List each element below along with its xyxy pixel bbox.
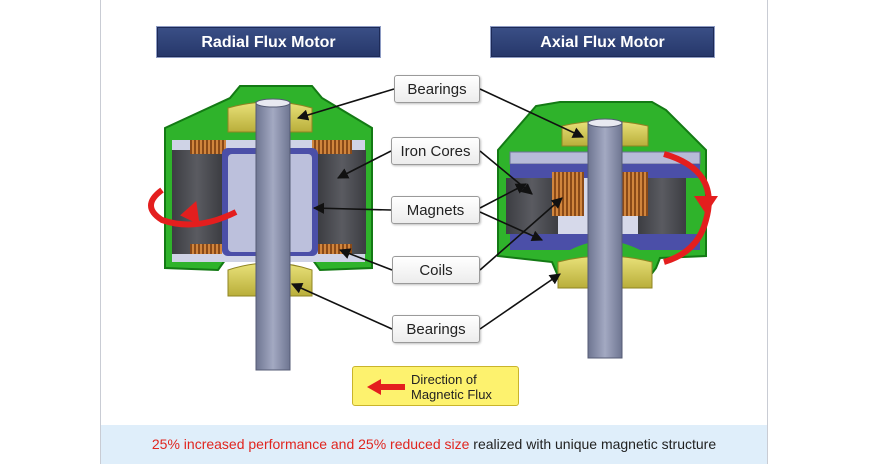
legend-line-2: Magnetic Flux xyxy=(411,387,492,402)
axial-coil-left xyxy=(552,172,584,216)
radial-iron-core-left xyxy=(172,150,222,254)
footer-rest: realized with unique magnetic structure xyxy=(469,436,717,452)
axial-shaft xyxy=(587,121,623,359)
footer-highlight: 25% increased performance and 25% reduce… xyxy=(151,436,470,452)
footer-banner: 25% increased performance and 25% reduce… xyxy=(101,425,767,464)
radial-motor xyxy=(148,85,373,371)
label-magnets: Magnets xyxy=(391,196,480,224)
axial-flux-arrow xyxy=(663,151,712,265)
axial-coil-right xyxy=(618,172,648,216)
radial-coil-top-right xyxy=(312,140,352,154)
label-iron-cores: Iron Cores xyxy=(391,137,480,165)
leader-lines xyxy=(290,88,585,330)
flux-arrow-icon xyxy=(367,379,405,395)
axial-motor xyxy=(497,101,718,359)
radial-flux-title: Radial Flux Motor xyxy=(156,26,381,58)
radial-shaft xyxy=(255,101,291,371)
axial-magnet-bottom xyxy=(510,234,700,250)
label-bearings-bottom: Bearings xyxy=(392,315,480,343)
radial-coil-top-left xyxy=(190,140,226,154)
axial-flux-title: Axial Flux Motor xyxy=(490,26,715,58)
label-coils: Coils xyxy=(392,256,480,284)
radial-flux-arrow xyxy=(148,187,238,228)
radial-iron-core-right xyxy=(318,150,366,254)
legend-text: Direction of Magnetic Flux xyxy=(411,372,492,402)
radial-coil-bottom-left xyxy=(190,244,222,254)
label-bearings-top: Bearings xyxy=(394,75,480,103)
radial-coil-bottom-right xyxy=(318,244,352,254)
flux-direction-legend: Direction of Magnetic Flux xyxy=(352,366,519,406)
legend-line-1: Direction of xyxy=(411,372,477,387)
axial-iron-core-left xyxy=(506,178,558,234)
